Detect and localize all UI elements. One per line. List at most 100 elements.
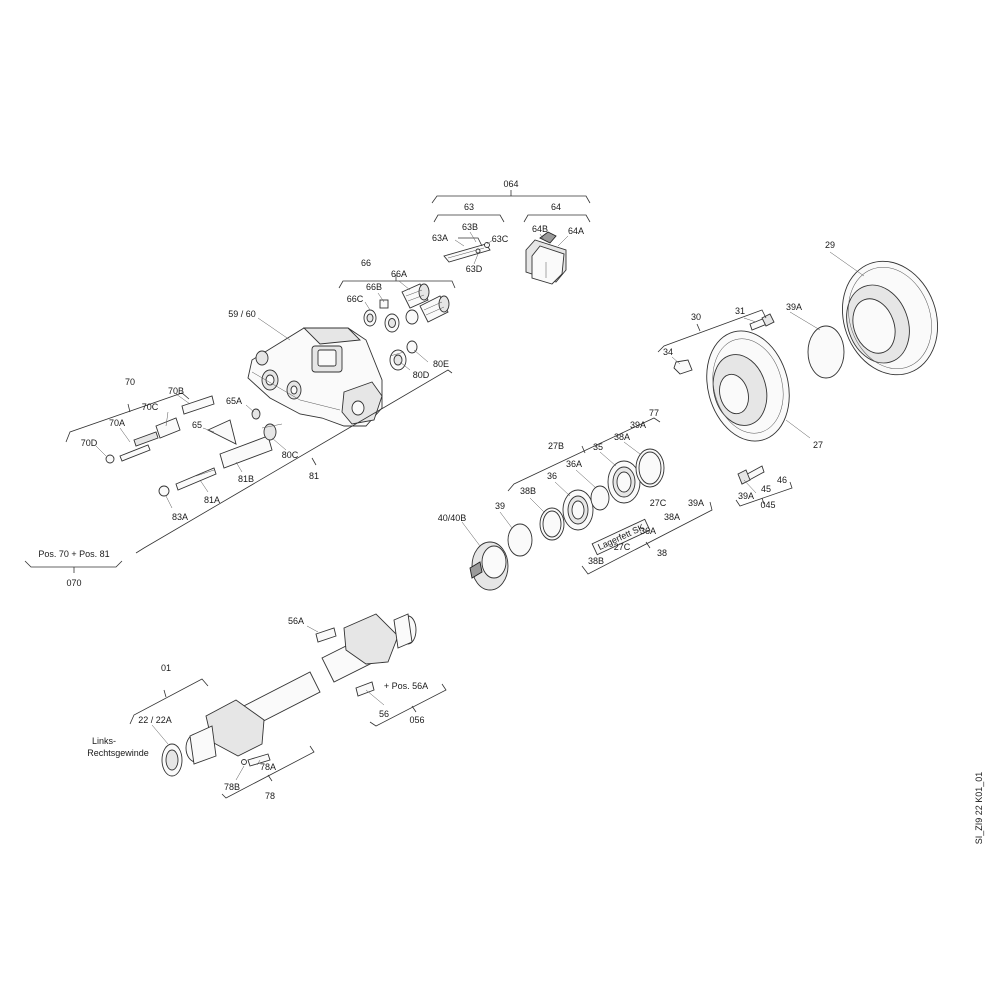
label-34: 34 [663, 347, 673, 357]
label-63C: 63C [492, 234, 509, 244]
part-045-screw [737, 465, 765, 485]
label-40-40B: 40/40B [438, 513, 467, 523]
group-81-bracket [24, 369, 453, 573]
label-59-60: 59 / 60 [228, 309, 256, 319]
label-63B: 63B [462, 222, 478, 232]
part-39-seal-ring [507, 523, 533, 557]
label-070: 070 [66, 578, 81, 588]
label-31: 31 [735, 306, 745, 316]
label-78: 78 [265, 791, 275, 801]
group-78-bracket [221, 745, 315, 799]
drawing-id: SI_ZI9 22 K01_01 [974, 772, 984, 845]
leader-lines [95, 231, 865, 781]
label-045: 045 [760, 500, 775, 510]
grease-label-box [591, 518, 651, 556]
group-01-bracket [129, 678, 209, 725]
part-63-spring-clip [443, 237, 491, 263]
label-36: 36 [547, 471, 557, 481]
label-63D: 63D [466, 264, 483, 274]
part-81-guide-bolts [158, 423, 283, 497]
part-65-cap [206, 408, 261, 445]
label-66B: 66B [366, 282, 382, 292]
label-39A-045: 39A [738, 491, 754, 501]
label-70D: 70D [81, 438, 98, 448]
part-36A-ring [590, 485, 610, 511]
label-78B: 78B [224, 782, 240, 792]
part-38B-ring [539, 507, 565, 541]
part-39A-ring [635, 448, 665, 488]
label-70: 70 [125, 377, 135, 387]
label-27B: 27B [548, 441, 564, 451]
group-064-brackets [431, 190, 591, 223]
label-39A-b: 39A [630, 420, 646, 430]
label-65A: 65A [226, 396, 242, 406]
part-056-axle-tube [235, 613, 417, 731]
label-78A: 78A [260, 762, 276, 772]
label-56A: 56A [288, 616, 304, 626]
group-77-bracket [507, 417, 661, 492]
label-80C: 80C [282, 450, 299, 460]
label-35: 35 [593, 442, 603, 452]
group-30-bracket [657, 309, 767, 353]
part-66-boots-and-seals [363, 283, 450, 333]
label-38B-b: 38B [520, 486, 536, 496]
label-70C: 70C [142, 402, 159, 412]
label-81: 81 [309, 471, 319, 481]
label-30: 30 [691, 312, 701, 322]
label-80E: 80E [433, 359, 449, 369]
part-01-axle-beam [161, 699, 265, 777]
part-labels: 064 63 64 63A 63B 63C 63D 64B 64A 66 66A… [38, 179, 984, 844]
label-064: 064 [503, 179, 518, 189]
label-pos-70-81: Pos. 70 + Pos. 81 [38, 549, 109, 559]
label-83A: 83A [172, 512, 188, 522]
label-45: 45 [761, 484, 771, 494]
part-59-60-caliper-housing [247, 327, 383, 427]
label-39A-c: 39A [688, 498, 704, 508]
label-64B: 64B [532, 224, 548, 234]
group-056-bracket [369, 683, 447, 727]
label-65: 65 [192, 420, 202, 430]
label-27C-a: 27C [650, 498, 667, 508]
label-38A-b: 38A [614, 432, 630, 442]
label-46: 46 [777, 475, 787, 485]
part-39A-seal-disc [807, 325, 845, 379]
label-56: 56 [379, 709, 389, 719]
label-38: 38 [657, 548, 667, 558]
label-rechtsgewinde: Rechtsgewinde [87, 748, 149, 758]
group-38-bracket [581, 501, 713, 575]
label-64A: 64A [568, 226, 584, 236]
label-66A: 66A [391, 269, 407, 279]
label-27C-b: 27C [614, 542, 631, 552]
group-045-bracket [735, 481, 793, 507]
group-70-bracket [65, 392, 190, 443]
part-40-hub-cap [469, 541, 509, 591]
label-27: 27 [813, 440, 823, 450]
part-27-wheel-hub [706, 330, 790, 442]
label-64: 64 [551, 202, 561, 212]
label-39A-disc: 39A [786, 302, 802, 312]
label-70A: 70A [109, 418, 125, 428]
label-01: 01 [161, 663, 171, 673]
label-links: Links- [92, 736, 116, 746]
label-pos-56A: + Pos. 56A [384, 681, 428, 691]
label-66: 66 [361, 258, 371, 268]
label-63: 63 [464, 202, 474, 212]
group-66-bracket [338, 275, 456, 289]
label-66C: 66C [347, 294, 364, 304]
part-35-bearing [607, 460, 641, 504]
part-80-adjuster-items [389, 340, 418, 371]
label-36A-b: 36A [566, 459, 582, 469]
label-39: 39 [495, 501, 505, 511]
label-38B-c: 38B [588, 556, 604, 566]
part-70-guide-pin-set [105, 395, 215, 464]
label-80D: 80D [413, 370, 430, 380]
label-056: 056 [409, 715, 424, 725]
label-22-22A: 22 / 22A [138, 715, 172, 725]
part-78-sensor-parts [241, 753, 271, 767]
label-70B: 70B [168, 386, 184, 396]
label-29: 29 [825, 240, 835, 250]
part-36-bearing [562, 489, 594, 531]
part-64-brake-pads [525, 231, 567, 285]
